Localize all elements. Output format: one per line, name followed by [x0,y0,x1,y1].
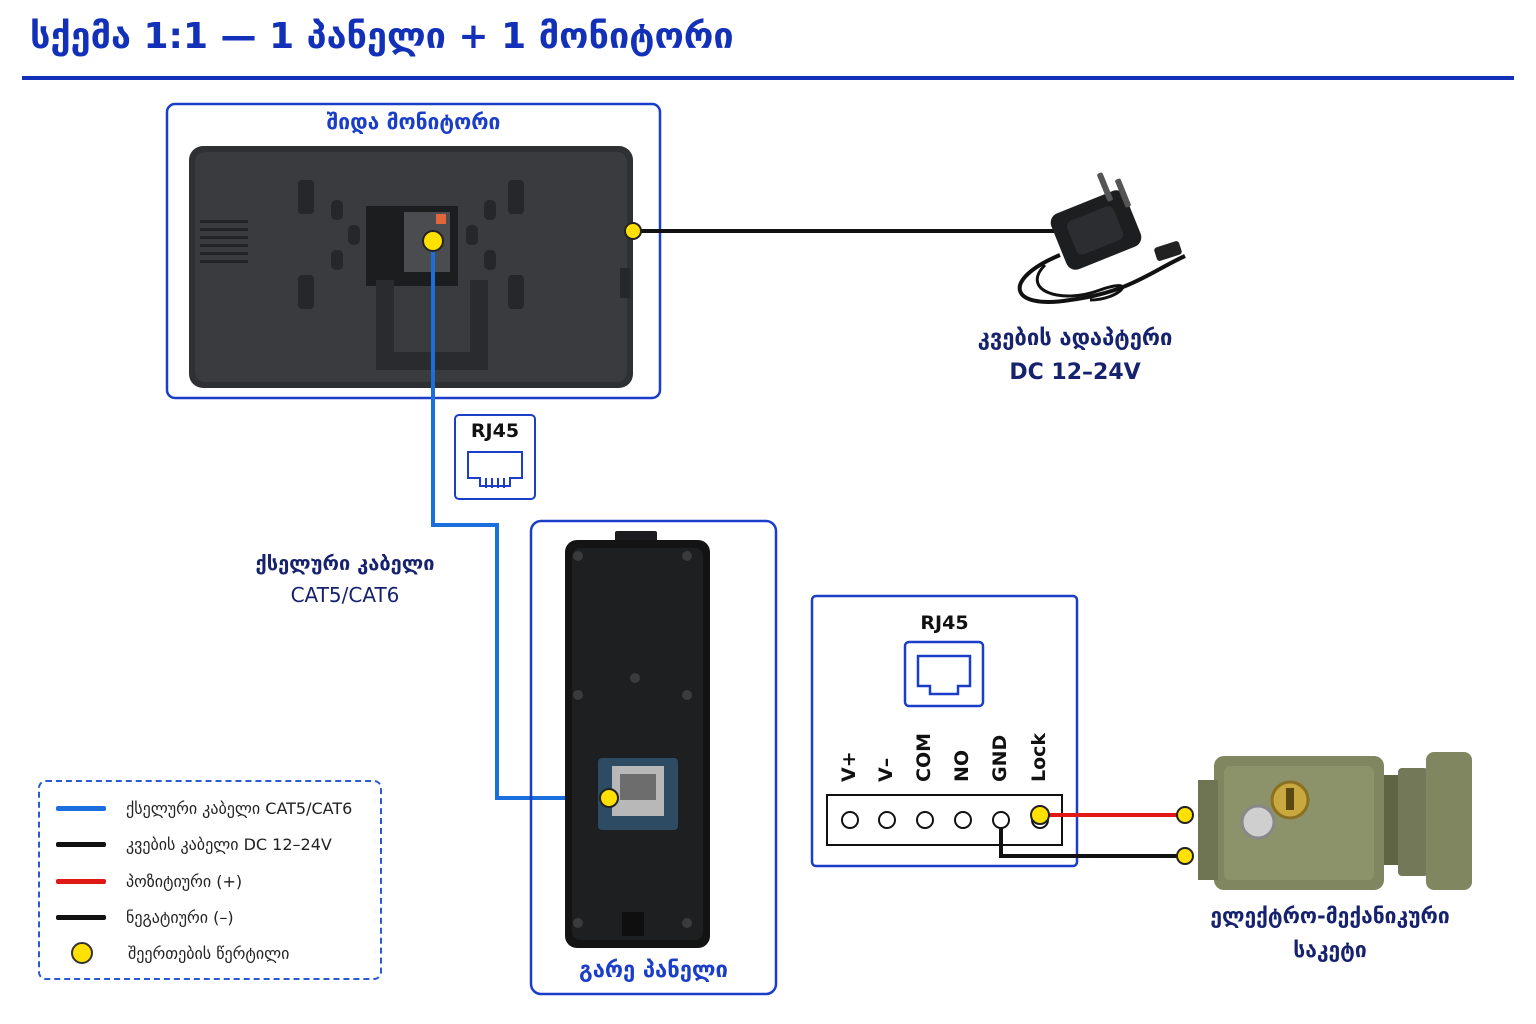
legend-item-negative: ნეგატიური (–) [56,905,234,929]
panel-label: გარე პანელი [579,958,728,983]
legend-swatch-blue [56,805,106,811]
power-adapter-icon [1017,172,1186,304]
legend-swatch-black [56,914,106,920]
legend-text: პოზიტიური (+) [126,871,243,891]
monitor-frame [165,102,662,400]
legend-item-connection-point: შეერთების წერტილი [56,941,289,965]
legend-text: კვების კაბელი DC 12–24V [126,834,332,854]
pin-label-no: NO [951,749,973,782]
rj45-mid-label: RJ45 [470,420,520,442]
panel-frame [529,519,778,996]
legend-swatch-black [56,841,106,847]
rj45-mid-icon [467,451,523,488]
terminal-strip [826,794,1063,846]
pin-label-lock: Lock [1028,732,1050,782]
legend-text: შეერთების წერტილი [128,943,290,963]
legend-dot-yellow [71,942,93,964]
adapter-label: კვების ადაპტერი [977,326,1173,351]
negative-wire [999,828,1185,858]
cable-label-line2: CAT5/CAT6 [290,583,400,607]
terminal-screws [841,811,1049,829]
legend-item-power-cable: კვების კაბელი DC 12–24V [56,832,332,856]
pin-label-v-plus: V+ [838,751,860,782]
connection-points [422,222,1194,865]
outdoor-panel-device [565,531,710,948]
monitor-label: შიდა მონიტორი [326,110,501,134]
pin-label-gnd: GND [989,734,1011,782]
page-title: სქემა 1:1 — 1 პანელი + 1 მონიტორი [30,16,734,57]
pin-label-v-minus: V– [875,757,897,782]
legend-item-network-cable: ქსელური კაბელი CAT5/CAT6 [56,796,352,820]
cable-label-line1: ქსელური კაბელი [255,551,435,575]
pin-label-com: COM [913,732,935,782]
title-underline [22,76,1514,80]
terminal-rj45-label: RJ45 [920,612,969,634]
legend-swatch-red [56,878,106,884]
adapter-voltage: DC 12–24V [1009,360,1141,385]
legend-text: ნეგატიური (–) [126,907,234,927]
lock-label-line1: ელექტრო-მექანიკური [1210,904,1450,928]
legend-item-positive: პოზიტიური (+) [56,869,242,893]
rj45-terminal-icon [903,640,985,708]
lock-label-line2: საკეტი [1293,938,1367,962]
electromechanical-lock-icon [1198,752,1472,890]
legend-text: ქსელური კაბელი CAT5/CAT6 [126,798,353,818]
monitor-device [189,146,633,388]
network-cable [431,241,609,800]
legend: ქსელური კაბელი CAT5/CAT6 კვების კაბელი D… [38,780,382,980]
